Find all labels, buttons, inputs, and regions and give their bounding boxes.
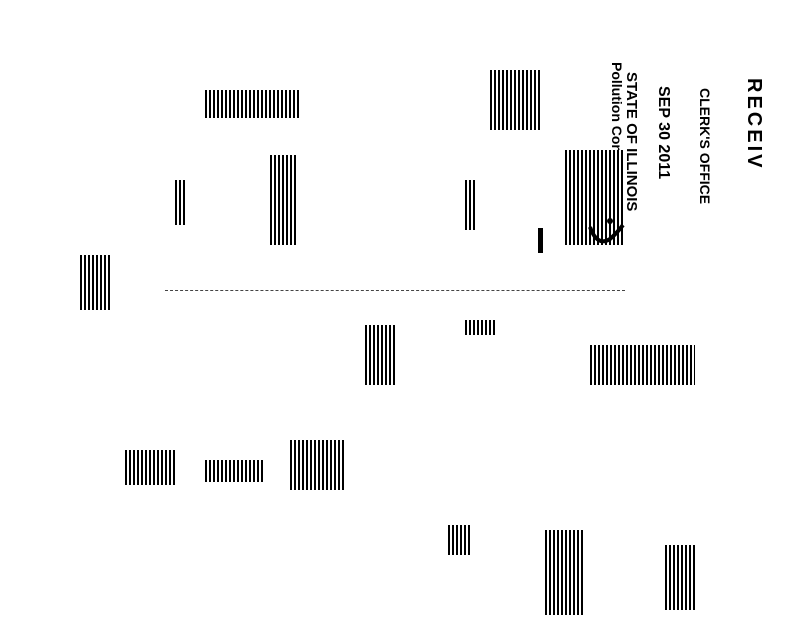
text-block [125,450,175,485]
text-block [205,90,300,118]
text-block [290,440,345,490]
stamp-state: STATE OF ILLINOIS [623,72,640,212]
handwritten-mark [588,218,625,244]
text-block [205,460,265,482]
text-block [365,325,395,385]
text-block [270,155,298,245]
divider-line [165,290,625,291]
text-block [490,70,540,130]
text-block [465,180,477,230]
mark [538,228,543,253]
text-block [465,320,495,335]
text-block [665,545,697,610]
text-block [175,180,187,225]
text-block [448,525,470,555]
text-block [545,530,585,615]
heading-block [80,255,110,310]
text-block [565,150,625,245]
stamp-date: SEP 30 2011 [655,86,672,180]
signature-block [590,345,695,385]
stamp-office: CLERK'S OFFICE [697,88,713,205]
stamp-received: RECEIV [743,78,765,171]
